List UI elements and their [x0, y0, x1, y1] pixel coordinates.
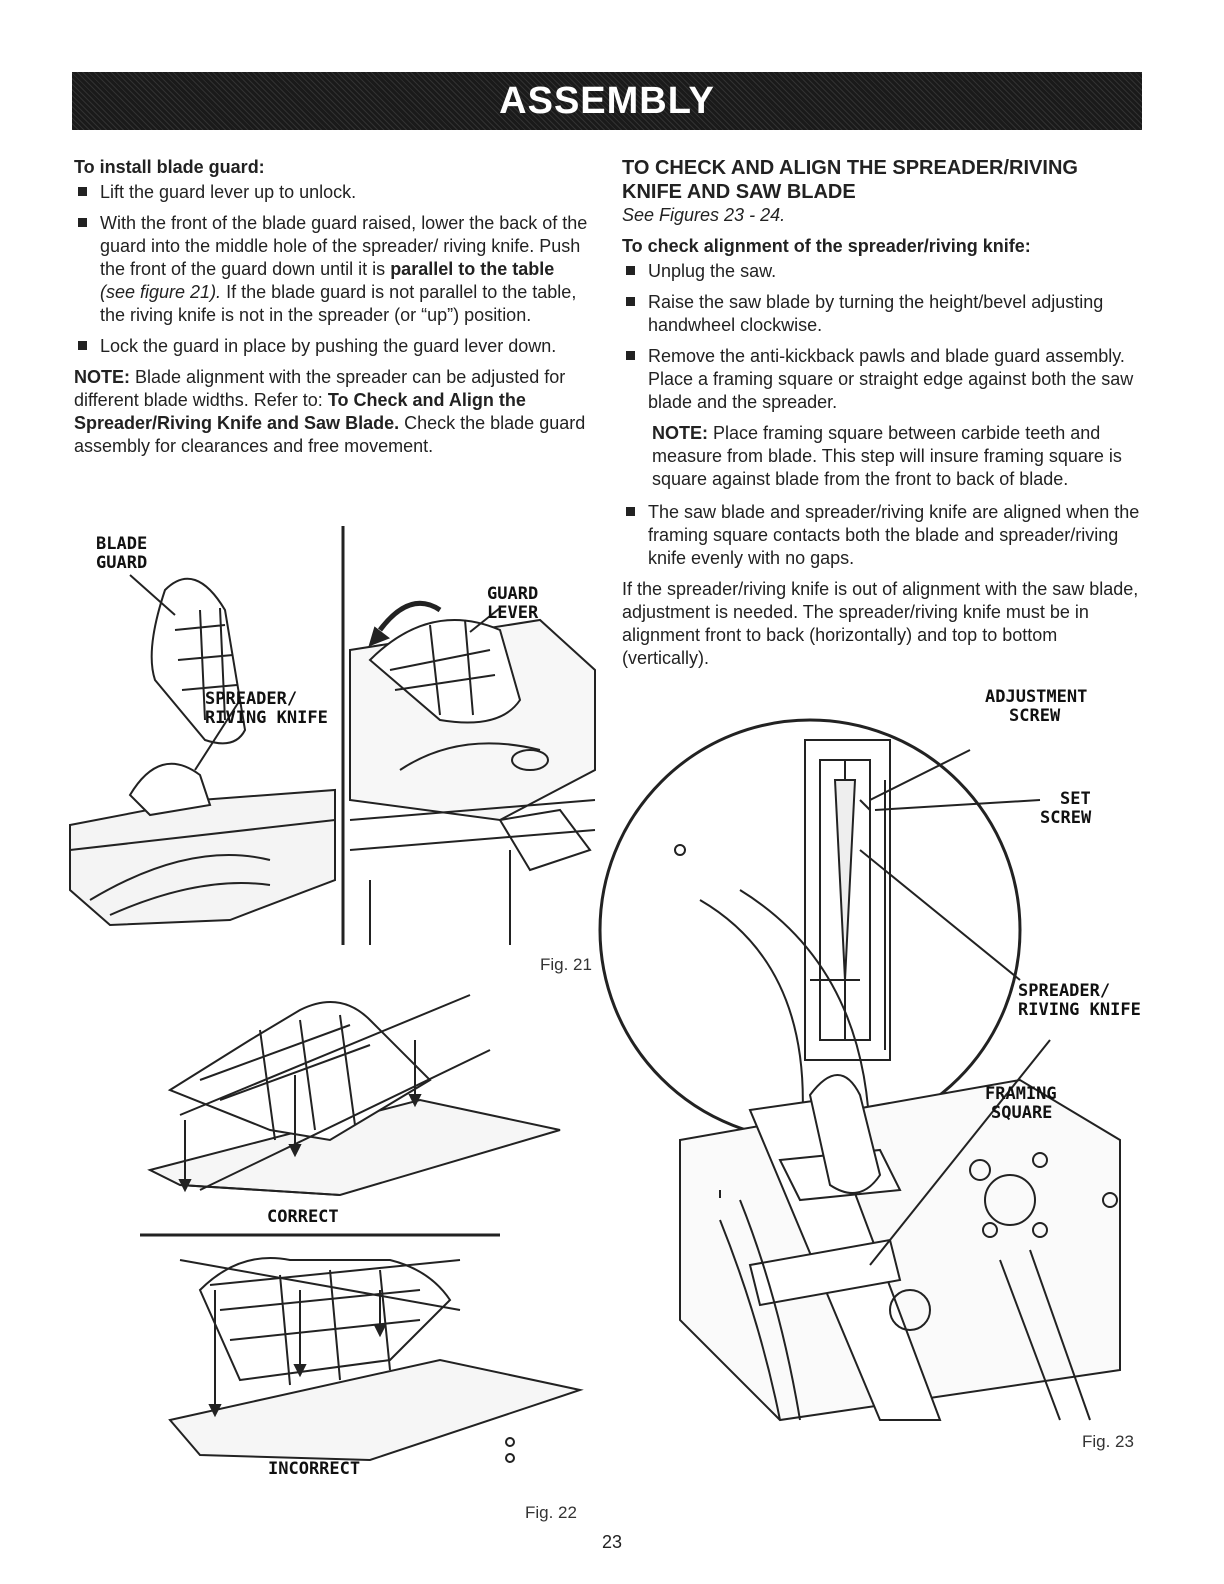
figure-23-caption: Fig. 23 — [1082, 1432, 1134, 1451]
section-banner: ASSEMBLY — [72, 72, 1142, 130]
check-steps: Unplug the saw. Raise the saw blade by t… — [622, 260, 1142, 414]
list-item: Lock the guard in place by pushing the g… — [74, 335, 594, 358]
cross-reference: To Check and Align the Spreader/Riving K… — [74, 390, 526, 433]
list-item: Unplug the saw. — [622, 260, 1142, 283]
right-column: TO CHECK AND ALIGN THE SPREADER/RIVING K… — [622, 156, 1142, 670]
figure-reference: See Figures 23 - 24. — [622, 205, 786, 225]
left-column: To install blade guard: Lift the guard l… — [74, 156, 594, 458]
step-text: The saw blade and spreader/riving knife … — [648, 502, 1140, 568]
list-item: With the front of the blade guard raised… — [74, 212, 594, 327]
list-item: Remove the anti-kickback pawls and blade… — [622, 345, 1142, 414]
step-text-tail: If the blade guard is not parallel to th… — [100, 282, 577, 325]
note-text: Place framing square between carbide tee… — [652, 423, 1122, 489]
note-label: NOTE: — [652, 423, 708, 443]
figure-23-illustration — [598, 718, 1121, 1422]
figure-21-caption: Fig. 21 — [540, 955, 592, 974]
figure-22-illustration — [140, 994, 584, 1463]
page-title: ASSEMBLY — [499, 79, 715, 122]
check-heading: To check alignment of the spreader/rivin… — [622, 236, 1031, 256]
label-incorrect: INCORRECT — [268, 1459, 361, 1479]
step-text: With the front of the blade guard raised… — [100, 213, 588, 279]
install-heading: To install blade guard: — [74, 157, 265, 177]
section-heading: TO CHECK AND ALIGN THE SPREADER/RIVING K… — [622, 157, 1078, 203]
step-text: Lock the guard in place by pushing the g… — [100, 336, 557, 356]
step-text: Remove the anti-kickback pawls and blade… — [648, 346, 1134, 412]
list-item: Lift the guard lever up to unlock. — [74, 181, 594, 204]
note-text-tail: Check the blade guard assembly for clear… — [74, 413, 586, 456]
step-text: Raise the saw blade by turning the heigh… — [648, 292, 1104, 335]
alignment-paragraph: If the spreader/riving knife is out of a… — [622, 579, 1139, 668]
emphasis-text: parallel to the table — [390, 259, 555, 279]
figure-reference: (see figure 21). — [100, 282, 222, 302]
label-correct: CORRECT — [267, 1207, 339, 1227]
label-spreader-riving-knife: SPREADER/RIVING KNIFE — [205, 689, 328, 728]
install-steps: Lift the guard lever up to unlock. With … — [74, 181, 594, 358]
step-text: Lift the guard lever up to unlock. — [100, 182, 357, 202]
label-spreader-riving-knife: SPREADER/RIVING KNIFE — [1018, 981, 1141, 1020]
note: NOTE: Place framing square between carbi… — [622, 422, 1142, 491]
note-text: Blade alignment with the spreader can be… — [74, 367, 566, 410]
check-steps-continued: The saw blade and spreader/riving knife … — [622, 501, 1142, 570]
note: NOTE: Blade alignment with the spreader … — [74, 366, 594, 458]
figure-22-caption: Fig. 22 — [525, 1503, 577, 1522]
list-item: The saw blade and spreader/riving knife … — [622, 501, 1142, 570]
list-item: Raise the saw blade by turning the heigh… — [622, 291, 1142, 337]
step-text: Unplug the saw. — [648, 261, 777, 281]
page-number: 23 — [601, 1532, 623, 1552]
figure-21-illustration — [69, 526, 596, 945]
note-label: NOTE: — [74, 367, 130, 387]
